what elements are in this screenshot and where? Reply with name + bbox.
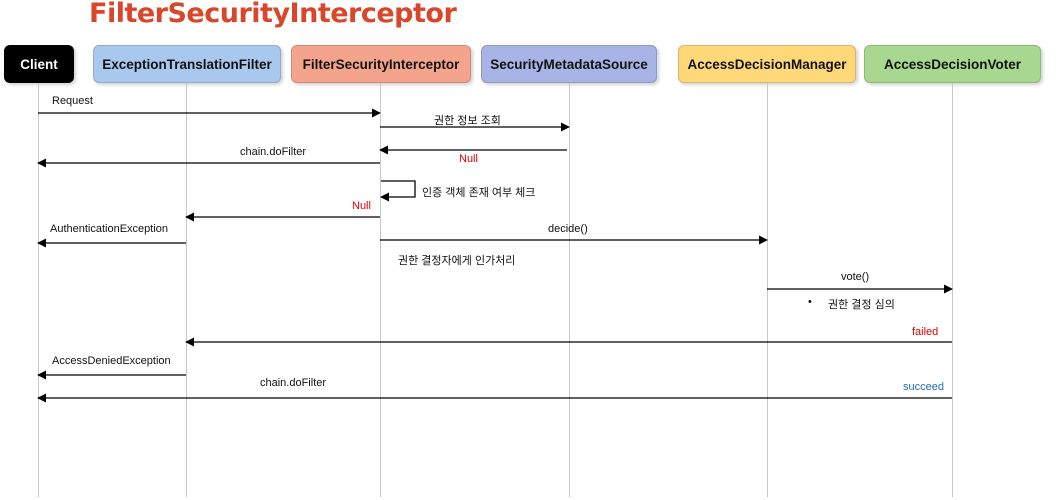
arrow-self-check bbox=[380, 180, 416, 202]
diagram-title: FilterSecurityInterceptor bbox=[89, 0, 457, 29]
label-delegate: 권한 결정자에게 인가처리 bbox=[398, 255, 516, 267]
label-lookup: 권한 정보 조회 bbox=[434, 115, 501, 127]
label-chain-dofilter-1: chain.doFilter bbox=[240, 146, 307, 158]
label-null-1: Null bbox=[459, 153, 478, 165]
label-self-check: 인증 객체 존재 여부 체크 bbox=[422, 187, 536, 199]
lifeline-exception-translation-filter bbox=[186, 83, 187, 497]
label-auth-exception: AuthenticationException bbox=[50, 223, 169, 235]
actor-access-decision-voter: AccessDecisionVoter bbox=[864, 45, 1041, 83]
actor-security-metadata-source: SecurityMetadataSource bbox=[481, 45, 657, 83]
label-vote: vote() bbox=[841, 271, 870, 283]
label-access-denied: AccessDeniedException bbox=[52, 355, 171, 367]
label-failed: failed bbox=[912, 326, 939, 338]
actor-client: Client bbox=[4, 45, 74, 83]
lifeline-security-metadata-source bbox=[569, 83, 570, 497]
label-deliberate-bullet: • bbox=[808, 296, 812, 308]
lifeline-access-decision-manager bbox=[767, 83, 768, 497]
label-chain-dofilter-2: chain.doFilter bbox=[260, 377, 327, 389]
lifeline-client bbox=[38, 83, 39, 497]
label-null-2: Null bbox=[352, 200, 371, 212]
label-deliberate: 권한 결정 심의 bbox=[828, 299, 895, 311]
label-succeed: succeed bbox=[903, 381, 944, 393]
lifeline-filter-security-interceptor bbox=[380, 83, 381, 497]
label-decide: decide() bbox=[548, 223, 588, 235]
actor-access-decision-manager: AccessDecisionManager bbox=[678, 45, 856, 83]
actor-exception-translation-filter: ExceptionTranslationFilter bbox=[93, 45, 281, 83]
actor-filter-security-interceptor: FilterSecurityInterceptor bbox=[291, 45, 471, 83]
label-request: Request bbox=[52, 95, 93, 107]
